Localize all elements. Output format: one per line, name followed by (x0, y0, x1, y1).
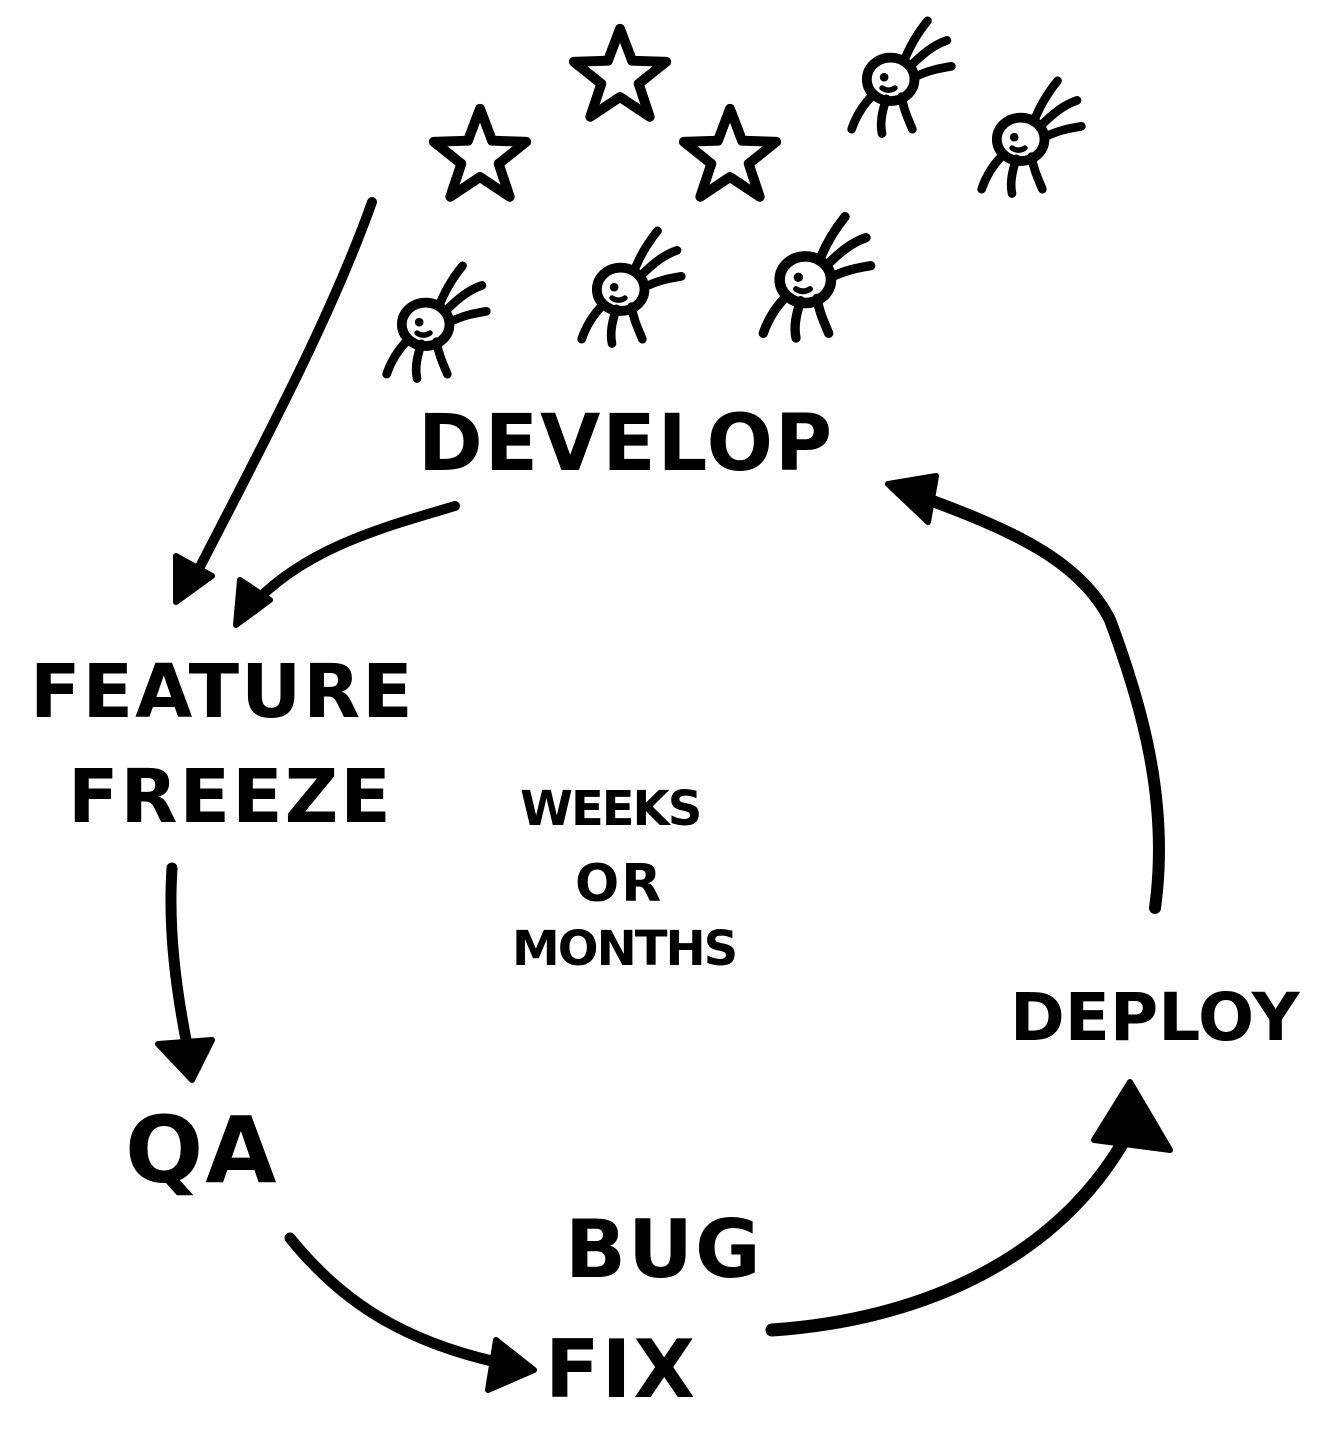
star-icon (684, 109, 776, 197)
feature-freeze-label-line2: FREEZE (68, 754, 393, 840)
bug-icon (763, 217, 870, 338)
star-icon (434, 109, 526, 197)
qa-label: QA (125, 1097, 279, 1204)
develop-label: DEVELOP (418, 399, 835, 489)
arrow-feature-freeze-to-qa (155, 862, 215, 1083)
deploy-label: DEPLOY (1010, 979, 1300, 1056)
feature-freeze-label-line1: FEATURE (30, 649, 415, 735)
bug-icon (582, 231, 682, 344)
bug-icon (852, 21, 952, 134)
star-icon (574, 29, 666, 117)
center-note-line3: MONTHS (512, 921, 738, 977)
arrow-into-feature-freeze-long (173, 197, 377, 605)
bug-fix-label-line1: BUG (565, 1203, 763, 1296)
arrow-deploy-to-develop (885, 473, 1165, 914)
arrow-bug-fix-to-deploy (765, 1079, 1173, 1337)
arrow-develop-to-feature-freeze (233, 501, 460, 628)
bug-fix-label-line2: FIX (545, 1323, 698, 1416)
center-note-line1: WEEKS (520, 781, 702, 837)
bug-icon (982, 81, 1082, 194)
center-note-line2: OR (575, 854, 664, 914)
bug-icon (387, 266, 487, 379)
arrow-qa-to-bug-fix (284, 1232, 537, 1393)
